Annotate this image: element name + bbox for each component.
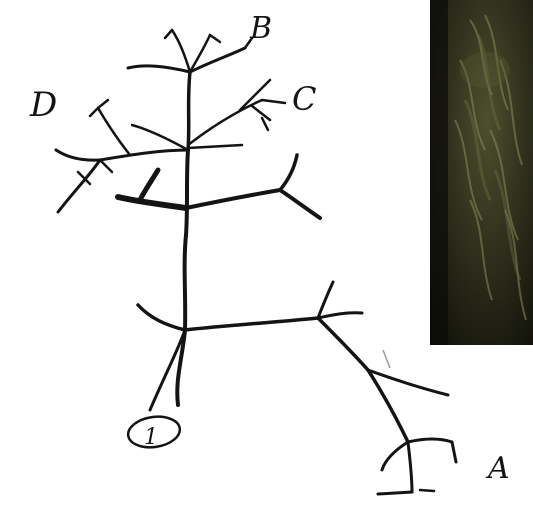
label-d: D [29,85,57,125]
root-label: 1 [144,425,158,450]
label-c: C [292,80,316,118]
middle-branches [118,155,320,218]
root-node: 1 [126,414,182,451]
branch-group-c [188,80,285,148]
label-a: A [485,451,510,486]
branch-group-b [128,30,252,72]
label-b: B [249,11,272,46]
tree-trunk [177,72,190,405]
